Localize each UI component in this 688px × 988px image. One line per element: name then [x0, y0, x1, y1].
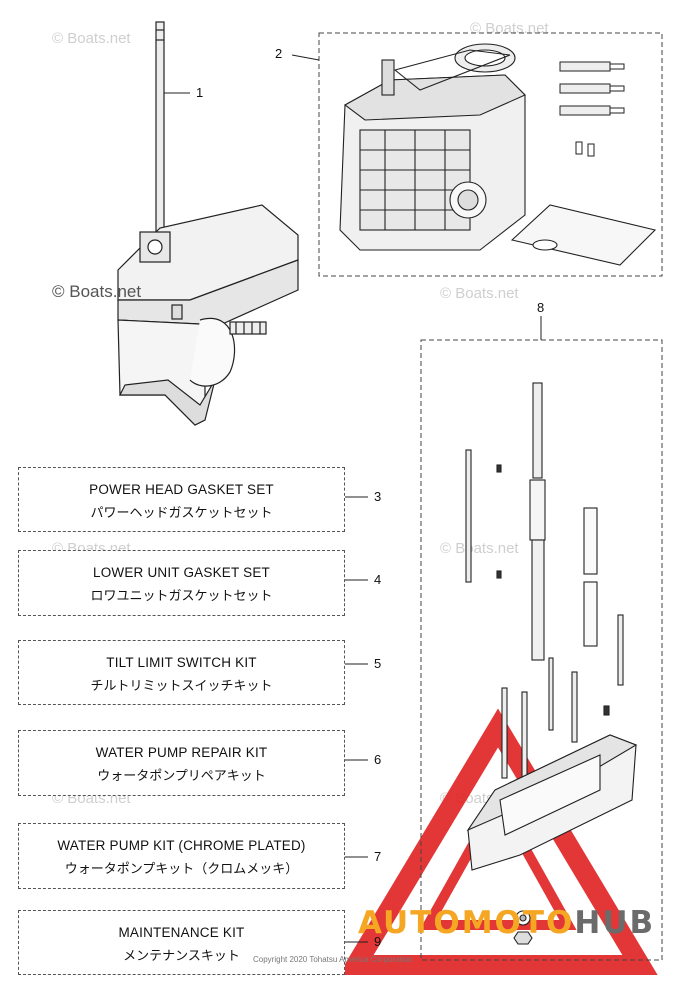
kit-box-tilt-limit-switch: TILT LIMIT SWITCH KIT チルトリミットスイッチキット — [18, 640, 345, 705]
kit-name-jp: ウォータポンプキット（クロムメッキ） — [64, 862, 299, 877]
brand-part1: AUTOMOTO — [358, 905, 575, 941]
kit-name-jp: メンテナンスキット — [123, 949, 240, 964]
brand-wordmark: AUTOMOTOHUB — [358, 905, 655, 941]
watermark: © Boats.net — [52, 282, 142, 301]
kit-name-jp: ロワユニットガスケットセット — [90, 589, 273, 604]
lower-unit-assembly — [117, 21, 299, 426]
brand-part2: HUB — [574, 905, 656, 941]
kit-name-en: LOWER UNIT GASKET SET — [93, 565, 270, 580]
kit-box-lower-unit-gasket: LOWER UNIT GASKET SET ロワユニットガスケットセット — [18, 550, 345, 616]
kit-box-power-head-gasket: POWER HEAD GASKET SET パワーヘッドガスケットセット — [18, 467, 345, 532]
callout-8: 8 — [537, 300, 545, 315]
kit-box-maintenance: MAINTENANCE KIT メンテナンスキット — [18, 910, 345, 975]
power-head-assembly — [339, 43, 657, 266]
spark-plugs — [559, 61, 625, 157]
watermark: © Boats.net — [52, 30, 131, 47]
kit-name-jp: パワーヘッドガスケットセット — [90, 506, 273, 521]
callout-5: 5 — [374, 656, 382, 671]
callout-9: 9 — [374, 934, 382, 949]
kit-name-en: WATER PUMP KIT (CHROME PLATED) — [57, 838, 306, 853]
brand-logo-triangle — [338, 708, 658, 975]
kit-box-water-pump-repair: WATER PUMP REPAIR KIT ウォータポンプリペアキット — [18, 730, 345, 796]
power-head-box — [318, 32, 663, 277]
kit-name-en: POWER HEAD GASKET SET — [89, 482, 274, 497]
kit-name-en: WATER PUMP REPAIR KIT — [95, 745, 268, 760]
copyright-notice: Copyright 2020 Tohatsu America Corporati… — [253, 955, 413, 964]
callout-7: 7 — [374, 849, 382, 864]
leader-lines — [164, 54, 542, 943]
watermark: © Boats.net — [440, 285, 519, 302]
kit-name-en: MAINTENANCE KIT — [118, 925, 245, 940]
callout-1: 1 — [196, 85, 204, 100]
kit-name-jp: チルトリミットスイッチキット — [90, 679, 273, 694]
callout-4: 4 — [374, 572, 382, 587]
driveshaft-kit — [465, 382, 638, 945]
kit-name-en: TILT LIMIT SWITCH KIT — [106, 655, 257, 670]
callout-2: 2 — [275, 46, 283, 61]
callout-3: 3 — [374, 489, 382, 504]
kit-name-jp: ウォータポンプリペアキット — [97, 769, 266, 784]
watermark: © Boats.net — [440, 540, 519, 557]
kit-box-water-pump-chrome: WATER PUMP KIT (CHROME PLATED) ウォータポンプキッ… — [18, 823, 345, 889]
callout-6: 6 — [374, 752, 382, 767]
